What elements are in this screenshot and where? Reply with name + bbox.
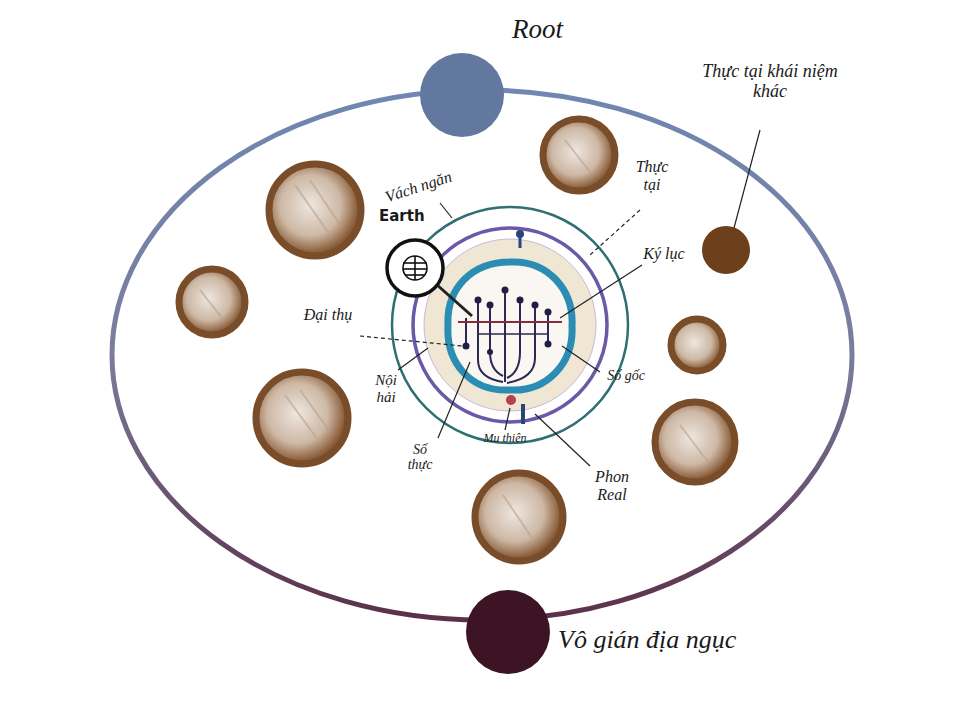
node-label: Vô gián địa ngục [558,626,736,655]
node-outline [420,53,504,137]
callout-label: Nội hải [375,372,397,405]
pin-bottom [521,404,525,424]
great-tree-circuit [466,290,548,383]
callout-label: Số thực [408,442,433,473]
horizon-line [458,321,562,323]
callout-label: Thực tại khái niệm khác [695,62,845,102]
callout-label: Số gốc [607,368,645,383]
other-realities [179,119,735,561]
leader-lines [360,130,760,466]
record-disk [424,239,596,411]
branch-line [478,333,548,335]
earth-circle: Earth [385,238,445,298]
pin-head [516,230,524,238]
node-label: Root [512,15,563,45]
concept-reality-planet [702,226,750,274]
hell-circle: Vô gián địa ngục [466,590,550,674]
callout-label: Mu thiên [484,432,527,445]
callout-label: Phon Real [595,468,629,503]
callout-label: Vách ngăn [383,168,454,206]
circuit-dots [463,287,552,356]
callout-label: Ký lục [643,245,684,263]
red-dot [506,395,516,405]
planet-streaks [200,140,708,538]
node-outline [466,590,550,674]
root-circle: Root [420,53,504,137]
universe-boundary [112,90,852,620]
callout-label: Thực tại [636,158,669,193]
node-label: Earth [379,208,425,225]
callout-label: Đại thụ [304,306,352,324]
node-outline [385,238,445,298]
